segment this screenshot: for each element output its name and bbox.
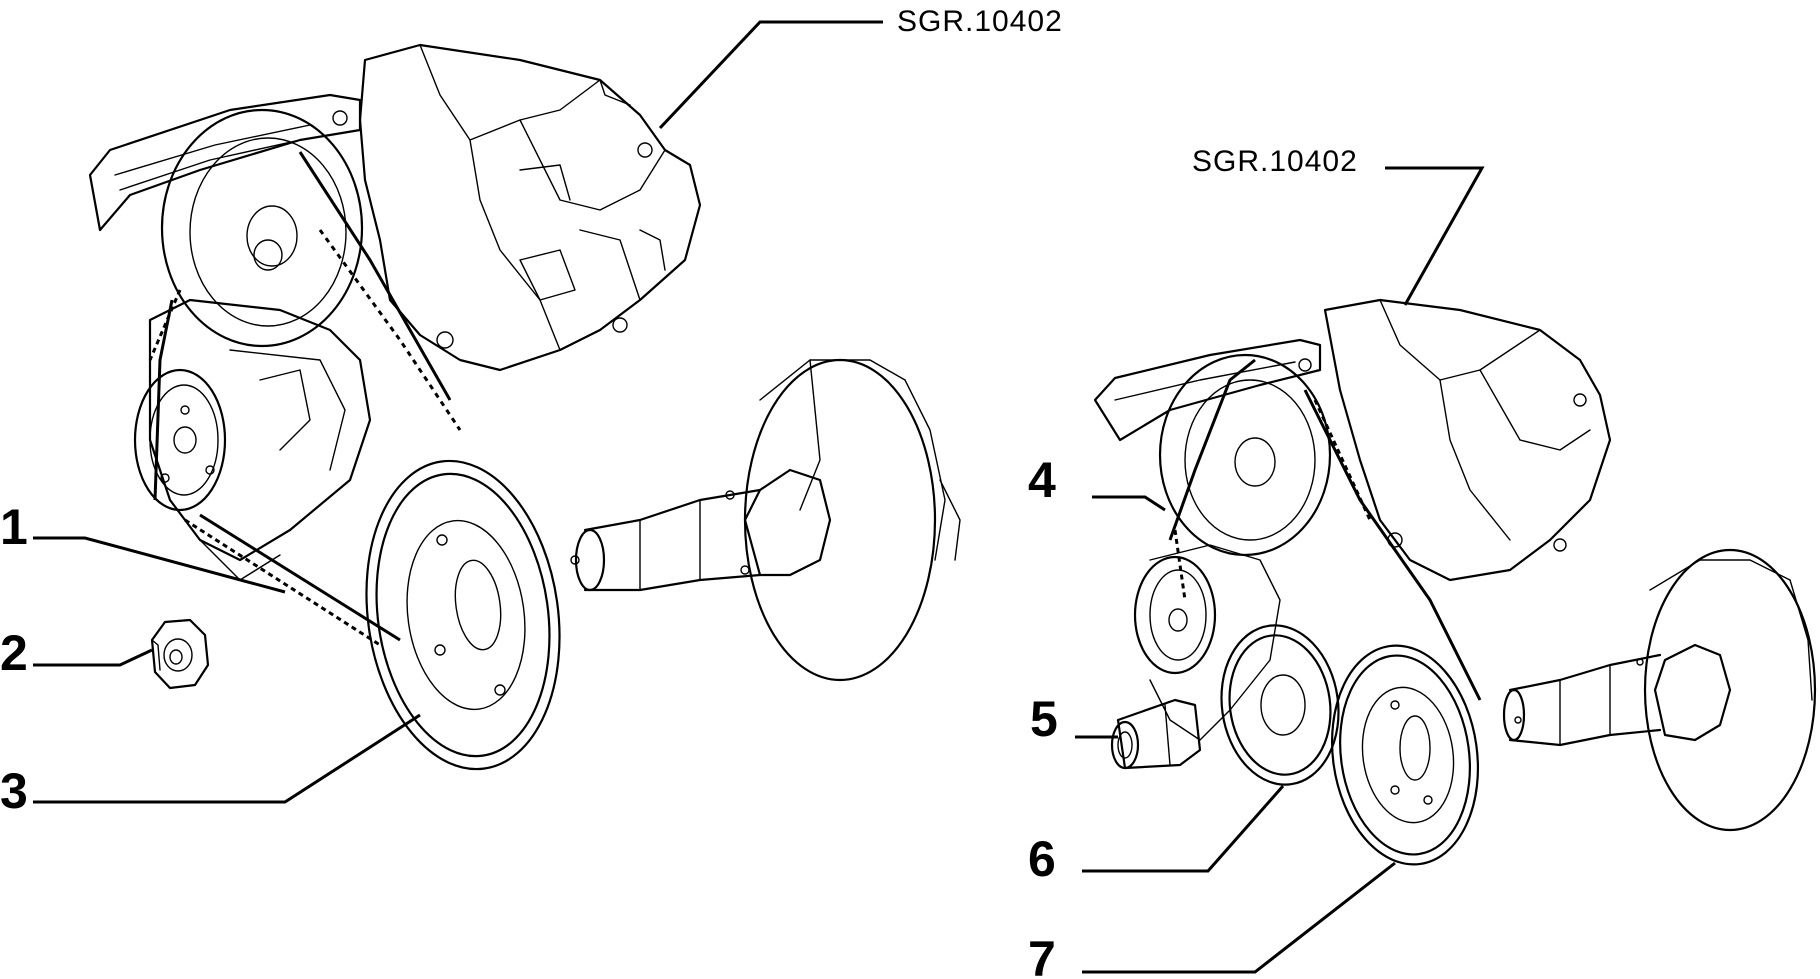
- left-crankshaft: [570, 358, 961, 682]
- leader-6: [1082, 785, 1285, 873]
- reference-label-right: SGR.10402: [1192, 145, 1358, 178]
- right-upper-pulley: [1158, 353, 1332, 557]
- callout-3: 3: [0, 763, 28, 819]
- leader-lines: [33, 20, 1485, 974]
- leader-ref-left: [658, 20, 883, 130]
- right-tensioner-pulley: [1220, 624, 1340, 786]
- left-upper-pulley: [160, 108, 364, 348]
- right-engine-block: [1323, 298, 1612, 582]
- right-belt: [1168, 358, 1482, 701]
- callout-4: 4: [1028, 452, 1056, 508]
- left-nut: [150, 618, 210, 690]
- left-belt: [148, 151, 462, 647]
- callout-5: 5: [1030, 691, 1058, 747]
- right-assembly: [1093, 298, 1817, 866]
- left-engine-block: [358, 43, 702, 372]
- callout-1: 1: [0, 499, 28, 555]
- left-assembly: [88, 43, 961, 771]
- labels: SGR.10402 SGR.10402 1 2 3 4 5 6 7: [0, 5, 1358, 979]
- callout-7: 7: [1028, 931, 1056, 979]
- left-alternator-pulley: [133, 368, 227, 512]
- callout-2: 2: [0, 625, 28, 681]
- leader-2: [33, 648, 153, 667]
- right-crankshaft: [1502, 548, 1817, 832]
- left-alternator: [148, 298, 372, 581]
- callout-6: 6: [1028, 831, 1056, 887]
- leader-7: [1082, 861, 1396, 974]
- reference-label-left: SGR.10402: [897, 5, 1063, 38]
- leader-1: [33, 536, 286, 594]
- leader-3: [33, 713, 421, 804]
- left-crank-pulley: [365, 459, 561, 771]
- right-alternator-pulley: [1133, 544, 1281, 741]
- right-mounting-bracket: [1093, 338, 1322, 442]
- leader-4: [1092, 495, 1166, 512]
- leader-ref-right: [1385, 166, 1485, 306]
- right-crank-pulley: [1330, 644, 1480, 866]
- left-mounting-bracket: [88, 93, 362, 232]
- right-bushing: [1110, 698, 1202, 770]
